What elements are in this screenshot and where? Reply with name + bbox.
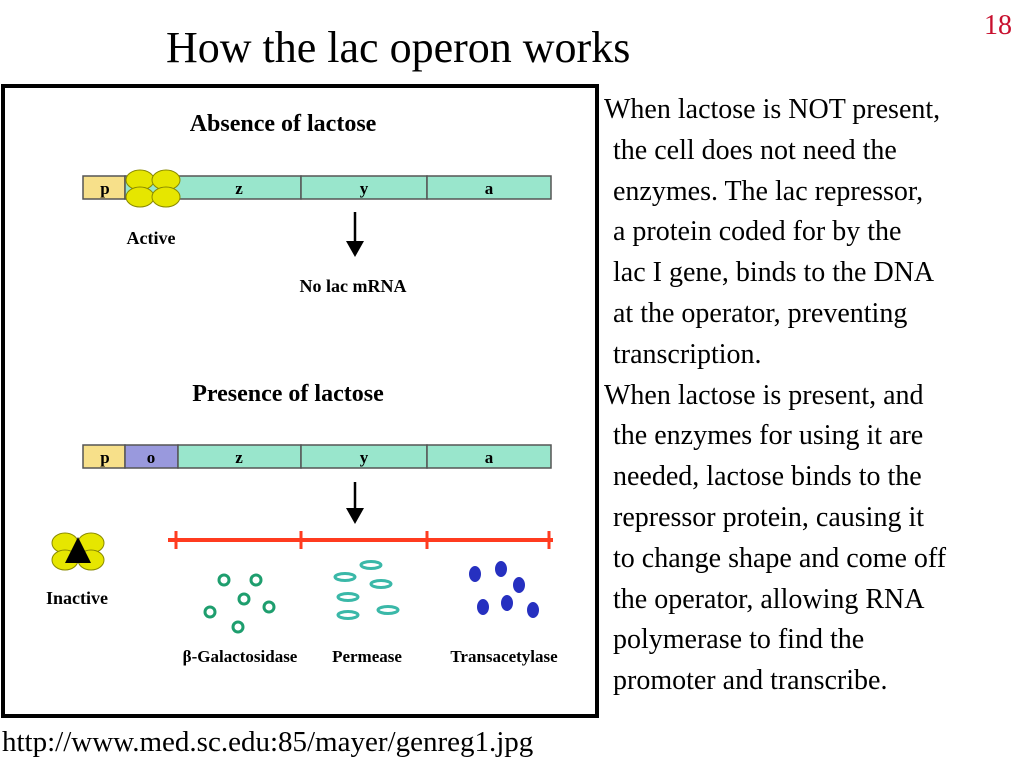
active-repressor-icon [125, 169, 181, 208]
text-line: the enzymes for using it are [613, 420, 924, 452]
transacetylase-molecules [469, 561, 539, 618]
absence-gene-a-label: a [485, 179, 494, 198]
galactosidase-label: β-Galactosidase [183, 647, 298, 666]
text-line: enzymes. The lac repressor, [613, 175, 924, 207]
text-line: repressor protein, causing it [613, 501, 925, 533]
source-url: http://www.med.sc.edu:85/mayer/genreg1.j… [2, 726, 534, 758]
text-line: lac I gene, binds to the DNA [613, 257, 935, 289]
text-line: to change shape and come off [613, 542, 947, 574]
text-line: promoter and transcribe. [613, 665, 888, 697]
permease-label: Permease [332, 647, 402, 666]
slide-number: 18 [984, 10, 1012, 41]
text-line: the cell does not need the [613, 134, 897, 166]
text-line: the operator, allowing RNA [613, 583, 925, 615]
presence-gene-a-label: a [485, 448, 494, 467]
absence-gene-z-label: z [235, 179, 243, 198]
inactive-label: Inactive [46, 588, 108, 608]
absence-gene-y-label: y [360, 179, 369, 198]
paragraph-presence: When lactose is present, and the enzymes… [604, 376, 1022, 702]
explanation-text: When lactose is NOT present, the cell do… [604, 90, 1022, 702]
text-line: at the operator, preventing [613, 297, 908, 329]
transcription-arrow-icon [346, 482, 364, 524]
lactose-icon [65, 537, 91, 563]
presence-gene-z-label: z [235, 448, 243, 467]
galactosidase-molecules [203, 573, 276, 634]
presence-heading: Presence of lactose [192, 381, 384, 407]
no-mrna-label: No lac mRNA [300, 276, 407, 296]
permease-molecules [333, 560, 400, 620]
presence-gene-y-label: y [360, 448, 369, 467]
lac-mrna [168, 531, 553, 549]
presence-gene-a [426, 444, 552, 469]
paragraph-absence: When lactose is NOT present, the cell do… [604, 90, 1022, 376]
absence-heading: Absence of lactose [190, 111, 377, 137]
presence-gene-p-label: p [100, 448, 109, 467]
text-line: When lactose is NOT present, [604, 94, 941, 125]
lac-operon-diagram: Absence of lactose p z y a Active No lac… [1, 84, 599, 718]
inactive-repressor-icon [51, 532, 105, 571]
text-line: transcription. [613, 338, 762, 370]
absence-gene-a [426, 175, 552, 200]
text-line: needed, lactose binds to the [613, 461, 922, 493]
presence-dna-strand [82, 444, 552, 469]
text-line: polymerase to find the [613, 624, 865, 656]
text-line: a protein coded for by the [613, 216, 902, 248]
presence-gene-o-label: o [147, 448, 156, 467]
absence-dna-strand [82, 175, 552, 200]
no-transcription-arrow-icon [346, 212, 364, 257]
active-label: Active [127, 228, 176, 248]
slide-title: How the lac operon works [166, 23, 631, 72]
transacetylase-label: Transacetylase [450, 647, 558, 666]
absence-gene-p-label: p [100, 179, 109, 198]
text-line: When lactose is present, and [604, 379, 924, 411]
